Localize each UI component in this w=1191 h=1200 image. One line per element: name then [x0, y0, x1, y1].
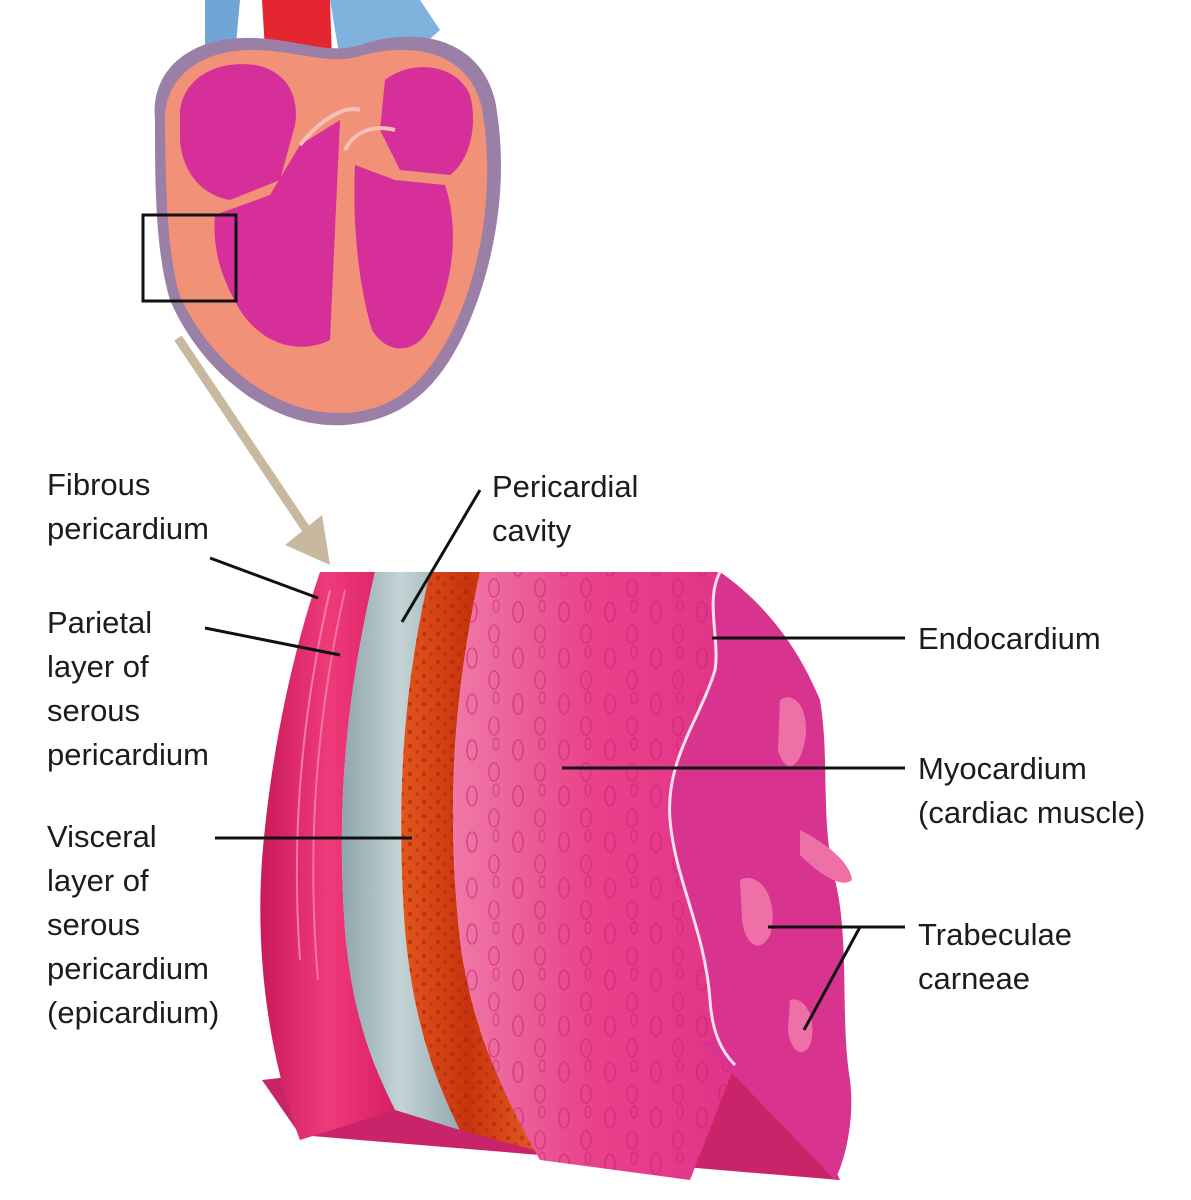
right-atrium: [180, 64, 296, 200]
leader-trabeculae-b: [802, 926, 862, 1031]
fibrous-layer: [260, 572, 395, 1140]
label-line: cavity: [492, 513, 572, 548]
label-line: pericardium: [47, 951, 209, 986]
label-parietal-layer: Parietal layer of serous pericardium: [47, 601, 209, 777]
heart-cross-section: [141, 0, 501, 426]
label-line: Fibrous: [47, 467, 151, 502]
label-myocardium: Myocardium (cardiac muscle): [918, 747, 1145, 835]
leader-lines: [204, 489, 905, 1031]
magnification-box: [141, 213, 238, 303]
label-trabeculae-carneae: Trabeculae carneae: [918, 913, 1072, 1001]
trabecula-4: [788, 999, 813, 1053]
trabecula-2: [800, 830, 852, 883]
label-line: carneae: [918, 961, 1031, 996]
leader-parietal: [204, 626, 341, 657]
left-ventricle: [354, 165, 453, 349]
label-line: serous: [47, 693, 141, 728]
trabecula-1: [778, 697, 806, 767]
label-line: Pericardial: [492, 469, 639, 504]
endocardium-line: [668, 571, 737, 1067]
label-fibrous-pericardium: Fibrous pericardium: [47, 463, 209, 551]
label-line: (cardiac muscle): [918, 795, 1146, 830]
vena-cava: [205, 0, 240, 45]
label-line: Visceral: [47, 819, 157, 854]
left-atrium: [380, 67, 474, 175]
label-line: Trabeculae: [918, 917, 1072, 952]
label-line: pericardium: [47, 737, 209, 772]
trabecula-3: [740, 878, 773, 946]
label-pericardial-cavity: Pericardial cavity: [492, 465, 638, 553]
label-line: Endocardium: [918, 621, 1101, 656]
leader-fibrous: [209, 556, 319, 600]
wall-section-block: [260, 571, 852, 1180]
leader-cavity: [400, 489, 482, 623]
label-line: (epicardium): [47, 995, 220, 1030]
label-line: serous: [47, 907, 141, 942]
label-visceral-layer: Visceral layer of serous pericardium (ep…: [47, 815, 219, 1035]
zoom-arrow: [174, 335, 330, 565]
septum-lines: [298, 107, 396, 151]
label-line: Myocardium: [918, 751, 1087, 786]
label-line: Parietal: [47, 605, 153, 640]
label-line: pericardium: [47, 511, 209, 546]
label-line: layer of: [47, 649, 149, 684]
label-line: layer of: [47, 863, 149, 898]
cavity-layer: [341, 572, 460, 1130]
right-ventricle: [214, 120, 340, 347]
label-endocardium: Endocardium: [918, 617, 1101, 661]
